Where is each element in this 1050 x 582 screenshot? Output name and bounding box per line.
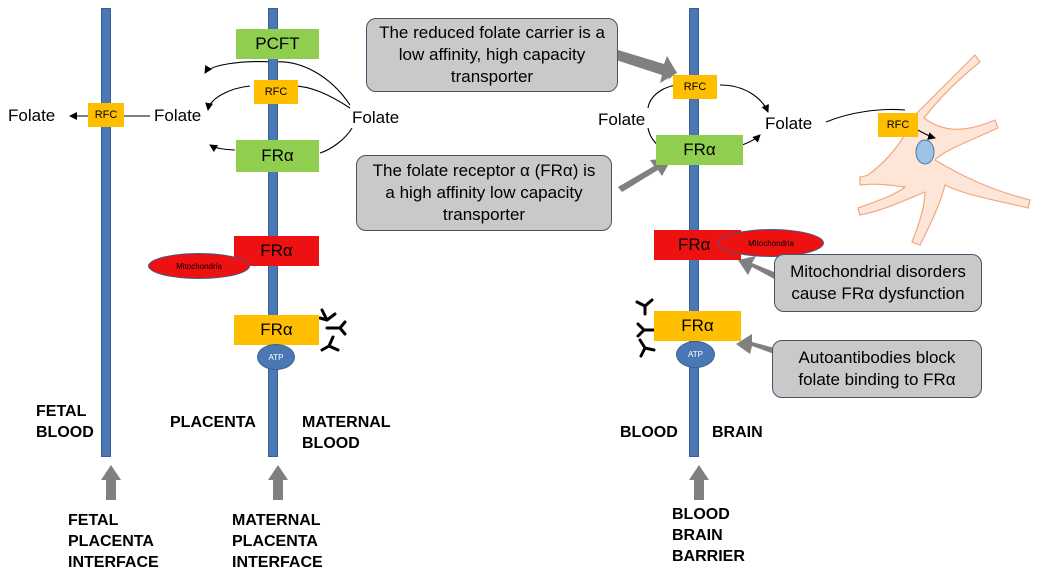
region-brain: BRAIN bbox=[712, 424, 763, 441]
blood-brain-barrier-label: BLOOD BRAIN BARRIER bbox=[672, 506, 745, 565]
folate-label-maternal: Folate bbox=[352, 108, 400, 127]
mitochondria-placenta: Mitochondria bbox=[148, 253, 250, 279]
rfc-callout: The reduced folate carrier is a low affi… bbox=[366, 18, 618, 92]
grey-arrows bbox=[101, 50, 784, 500]
rfc-transporter-neuron: RFC bbox=[878, 113, 918, 137]
folate-label-brain: Folate bbox=[765, 114, 813, 133]
region-fetal-blood: FETAL BLOOD bbox=[36, 403, 94, 441]
fra-transporter-mito-placenta: FRα bbox=[234, 236, 319, 266]
folate-label-fetal: Folate bbox=[8, 106, 56, 125]
rfc-transporter-placenta: RFC bbox=[254, 80, 298, 104]
antibody-icons bbox=[318, 298, 658, 358]
autoantibody-callout: Autoantibodies block folate binding to F… bbox=[772, 340, 982, 398]
region-placenta: PLACENTA bbox=[170, 414, 256, 431]
atp-placenta: ATP bbox=[257, 344, 295, 370]
pcft-transporter: PCFT bbox=[236, 29, 319, 59]
fra-transporter-placenta: FRα bbox=[236, 140, 319, 172]
folate-label-placenta: Folate bbox=[154, 106, 202, 125]
region-blood: BLOOD bbox=[620, 424, 678, 441]
maternal-placenta-interface-label: MATERNAL PLACENTA INTERFACE bbox=[232, 512, 323, 571]
fra-transporter-bbb: FRα bbox=[656, 135, 743, 165]
maternal-membrane bbox=[268, 8, 278, 457]
mito-callout: Mitochondrial disorders cause FRα dysfun… bbox=[774, 254, 982, 312]
region-maternal-blood: MATERNAL BLOOD bbox=[302, 414, 391, 452]
rfc-transporter-bbb: RFC bbox=[673, 75, 717, 99]
fra-callout: The folate receptor α (FRα) is a high af… bbox=[356, 155, 612, 231]
fra-transporter-antibody-bbb: FRα bbox=[654, 311, 741, 341]
fetal-membrane bbox=[101, 8, 111, 457]
fetal-placenta-interface-label: FETAL PLACENTA INTERFACE bbox=[68, 512, 159, 571]
rfc-transporter-fetal: RFC bbox=[88, 103, 124, 127]
fra-transporter-antibody-placenta: FRα bbox=[234, 315, 319, 345]
folate-label-blood: Folate bbox=[598, 110, 646, 129]
neuron-cell bbox=[857, 54, 1031, 246]
atp-bbb: ATP bbox=[676, 341, 715, 368]
mitochondria-bbb: Mitochondria bbox=[718, 229, 824, 257]
